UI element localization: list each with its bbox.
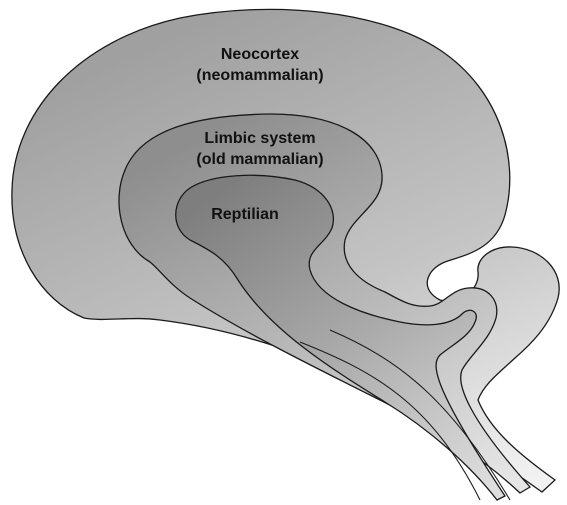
limbic-name: Limbic system [204,130,316,147]
reptilian-label: Reptilian [170,204,320,225]
limbic-label: Limbic system (old mammalian) [150,128,370,170]
reptilian-region [175,174,506,501]
limbic-type: (old mammalian) [196,151,324,168]
brainstem-line-1 [299,341,481,501]
neocortex-type: (neomammalian) [196,67,324,84]
brainstem-line-2 [329,329,511,501]
reptilian-name: Reptilian [211,206,279,223]
neocortex-name: Neocortex [220,46,300,63]
neocortex-label: Neocortex (neomammalian) [150,44,370,86]
